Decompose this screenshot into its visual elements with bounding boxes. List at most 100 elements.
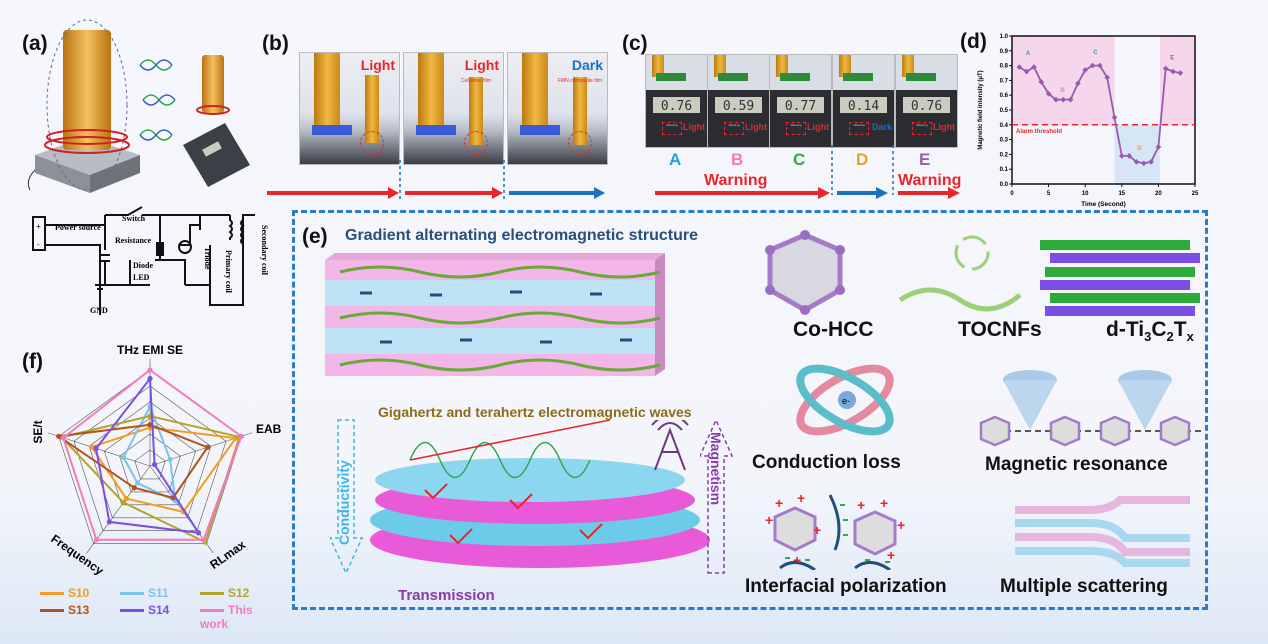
x-tick-label: 20 <box>1155 191 1162 197</box>
svg-text:+: + <box>887 547 895 563</box>
state-label: Light <box>464 57 499 73</box>
data-point <box>1038 79 1045 85</box>
state-annotation: C <box>1093 50 1098 56</box>
svg-text:+: + <box>775 495 783 511</box>
waves-label: Gigahertz and terahertz electromagnetic … <box>378 404 692 420</box>
triode-label: Triode <box>203 247 212 270</box>
y-tick-label: 0.5 <box>1000 108 1009 114</box>
radar-point <box>88 444 95 450</box>
radar-point <box>147 376 153 382</box>
y-tick-label: 0.4 <box>1000 123 1009 129</box>
svg-text:+: + <box>797 490 805 506</box>
conduction-loss-icon: e- <box>796 364 894 436</box>
circuit-diagram: Power source Switch Resistance Diode LED… <box>32 206 269 315</box>
radar-series-s13 <box>55 423 210 499</box>
y-tick-label: 0.0 <box>1000 182 1009 188</box>
meter-photo: 0.76 Warning Light <box>645 54 708 148</box>
radar-point <box>93 445 99 452</box>
coil <box>776 55 788 77</box>
primary-coil-label: Primary coil <box>224 250 233 294</box>
svg-text:+: + <box>813 522 821 538</box>
tocnfs-label: TOCNFs <box>958 318 1042 341</box>
radar-axis-label: THz EMI SE <box>117 343 183 357</box>
legend-label: This work <box>200 603 253 631</box>
panel-e-label: (e) <box>302 225 328 248</box>
legend-label: S13 <box>68 603 90 617</box>
secondary-coil-label: Secondary coil <box>260 225 269 276</box>
magnetism-label: Magnetism <box>708 432 724 506</box>
gaussmeter: 0.76 Warning Light <box>646 89 707 147</box>
y-tick-label: 0.7 <box>1000 78 1009 84</box>
meter-warning-text: Warning <box>666 122 678 127</box>
led-circle <box>464 131 488 155</box>
svg-text:+: + <box>897 517 905 533</box>
conductivity-label: Conductivity <box>336 460 352 545</box>
meter-warning-text: Warning <box>916 122 928 127</box>
warning-indicator: Warning <box>724 121 744 135</box>
meter-reading: 0.59 <box>715 96 762 114</box>
data-point <box>1111 114 1118 121</box>
radar-point <box>120 499 127 506</box>
y-tick-label: 0.3 <box>1000 138 1009 144</box>
state-annotation: A <box>1026 51 1031 57</box>
coil <box>652 55 664 77</box>
legend-swatch <box>40 609 64 613</box>
radar-ring <box>134 449 166 480</box>
radar-point <box>147 367 153 373</box>
legend-swatch <box>120 592 144 596</box>
primary-coil <box>418 53 444 125</box>
minus-label: - <box>37 240 40 249</box>
legend-item: S14 <box>120 603 169 617</box>
panel-a-label: (a) <box>22 32 48 55</box>
gaussmeter: 0.76 Warning Light <box>896 89 957 147</box>
multiple-scattering-icon <box>1015 496 1190 567</box>
transmission-label: Transmission <box>398 587 495 604</box>
components-illustration <box>765 230 1200 316</box>
gaussmeter: 0.77 Warning Light <box>770 89 831 147</box>
conduction-loss-label: Conduction loss <box>752 452 901 473</box>
panel-e-box <box>292 210 1208 610</box>
meter-warning-text: Warning <box>790 122 802 127</box>
x-tick-label: 25 <box>1192 191 1199 197</box>
svg-text:+: + <box>765 512 773 528</box>
setup-photo: Light Cellulose film <box>403 52 504 165</box>
mxene-sub3: x <box>1186 329 1194 345</box>
radar-point <box>201 537 207 543</box>
y-tick-label: 0.8 <box>1000 64 1009 70</box>
panel-b-label: (b) <box>262 32 289 55</box>
diode-label: Diode <box>133 261 153 270</box>
state-label: Dark <box>871 121 892 132</box>
electron-label: e- <box>842 396 850 406</box>
svg-text:+: + <box>857 497 865 513</box>
legend-label: S12 <box>228 586 250 600</box>
data-point <box>1045 90 1052 97</box>
sensor-board <box>656 73 686 81</box>
gaussmeter: 0.14 Warning Dark <box>833 89 894 147</box>
meter-reading: 0.76 <box>903 96 950 114</box>
coil <box>902 55 914 77</box>
data-point <box>1177 70 1184 76</box>
led-circle <box>568 131 592 155</box>
legend-item: S10 <box>40 586 89 600</box>
y-tick-label: 1.0 <box>1000 34 1009 40</box>
warning-indicator: Warning <box>849 121 869 135</box>
setup-photo: Light <box>299 52 400 165</box>
y-tick-label: 0.6 <box>1000 93 1009 99</box>
legend-swatch <box>120 609 144 613</box>
x-tick-label: 0 <box>1010 191 1014 197</box>
wave-layers-illustration <box>370 420 710 568</box>
led-label: LED <box>133 273 150 282</box>
mxene-label: d-Ti3C2Tx <box>1106 318 1194 344</box>
radar-axis-label: RLmax <box>207 537 248 572</box>
panel-d-label: (d) <box>960 30 987 53</box>
data-point <box>1089 62 1096 69</box>
warning-indicator: Warning <box>786 121 806 135</box>
state-letter: B <box>731 150 744 169</box>
multiple-scattering-label: Multiple scattering <box>1000 576 1168 597</box>
warning-label-2: Warning <box>898 172 962 189</box>
legend-item: S12 <box>200 586 249 600</box>
legend-label: S10 <box>68 586 90 600</box>
gnd-label: GND <box>90 306 108 315</box>
